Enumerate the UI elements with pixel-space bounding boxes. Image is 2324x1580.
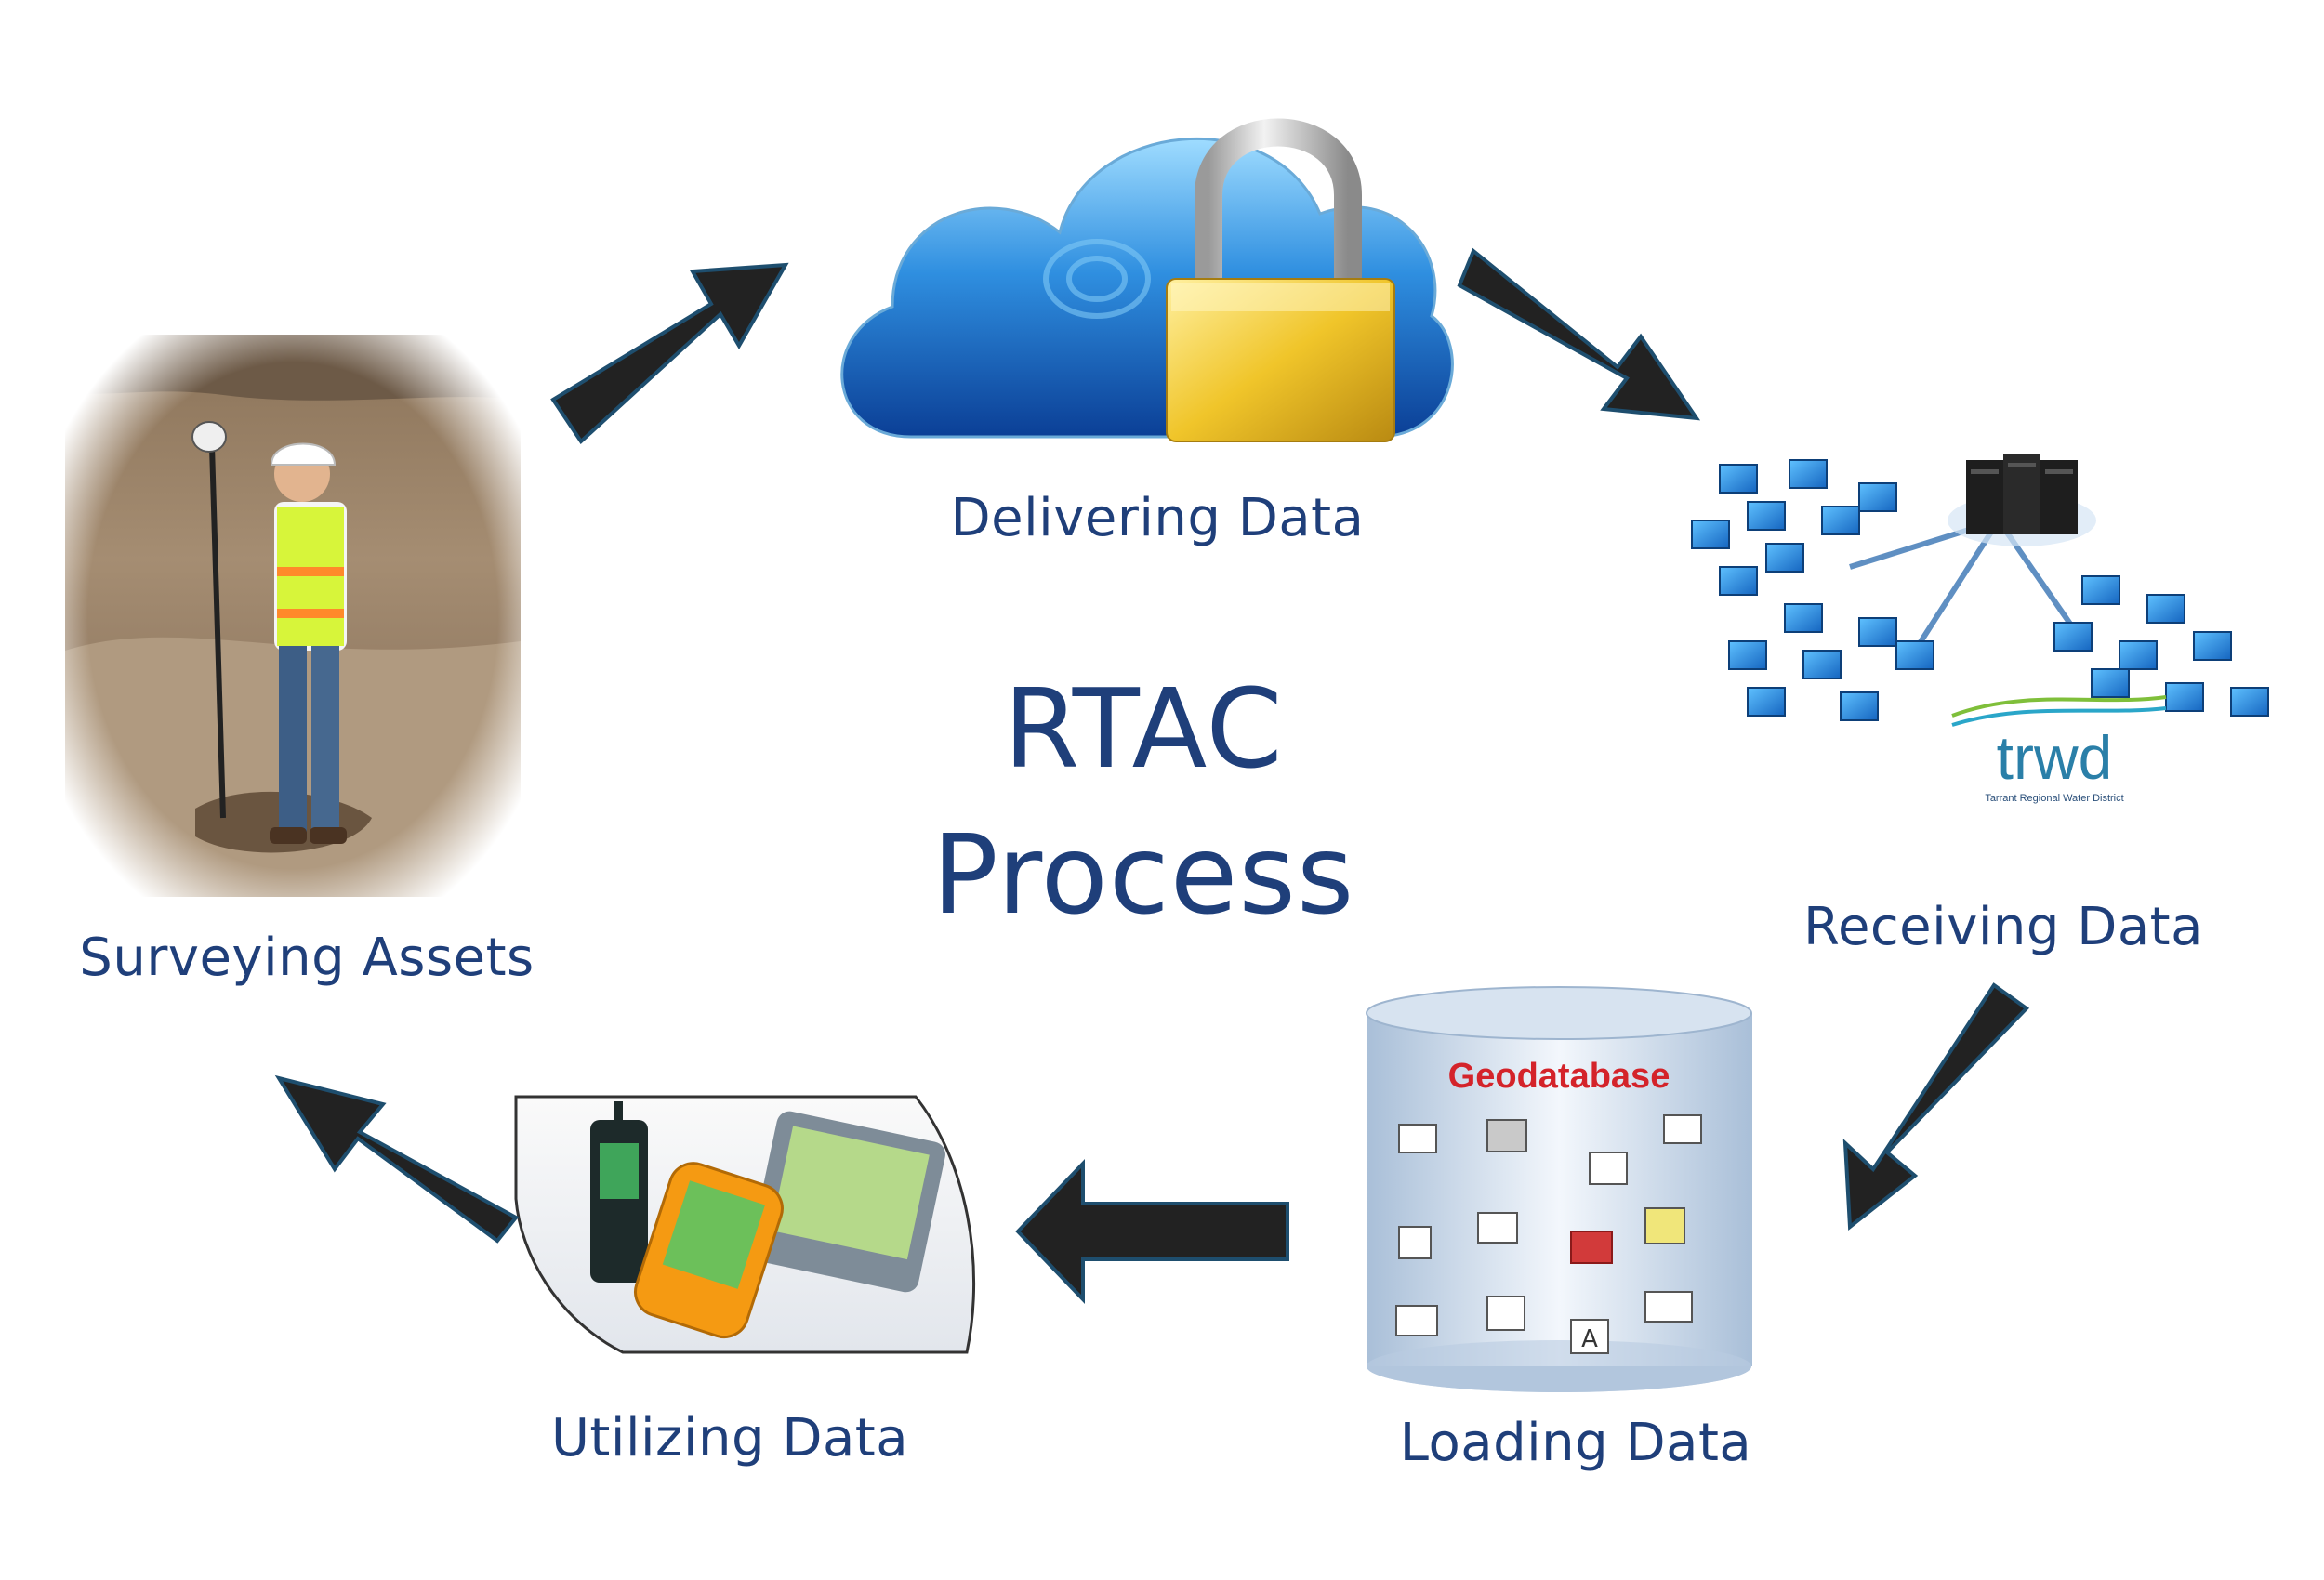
caption-surveying-assets: Surveying Assets: [79, 928, 535, 988]
caption-receiving-data: Receiving Data: [1803, 897, 2203, 957]
trwd-logo: trwd Tarrant Regional Water District: [1951, 695, 2167, 804]
server-icon: [1966, 454, 2078, 534]
caption-loading-data: Loading Data: [1399, 1413, 1752, 1473]
caption-delivering-data: Delivering Data: [950, 488, 1365, 548]
arrow-up-right: [550, 262, 789, 445]
geodatabase-symbols: [1395, 1114, 1702, 1354]
geodatabase-annotation-symbol: A: [1581, 1325, 1598, 1353]
cloud-lock-icon: [840, 118, 1454, 442]
caption-utilizing-data: Utilizing Data: [550, 1408, 909, 1468]
arrow-left: [1015, 1159, 1289, 1304]
workstation-icons: [1691, 459, 2269, 721]
flow-arrows: [274, 247, 2030, 1304]
diagram-title-line-1: RTAC: [1003, 665, 1284, 793]
surveying-photo: [65, 335, 521, 897]
arrow-down-right: [1457, 247, 1701, 421]
trwd-logo-subtitle: Tarrant Regional Water District: [1985, 793, 2123, 804]
diagram-title-line-2: Process: [931, 810, 1355, 939]
geodatabase-icon: Geodatabase A: [1366, 986, 1752, 1392]
arrow-up-left: [274, 1074, 520, 1244]
trwd-logo-word: trwd: [1997, 723, 2113, 792]
geodatabase-title: Geodatabase: [1448, 1057, 1670, 1096]
handheld-devices-icon: [514, 1095, 976, 1354]
network-diagram: trwd Tarrant Regional Water District: [1691, 454, 2269, 804]
arrow-down-left: [1842, 982, 2030, 1231]
